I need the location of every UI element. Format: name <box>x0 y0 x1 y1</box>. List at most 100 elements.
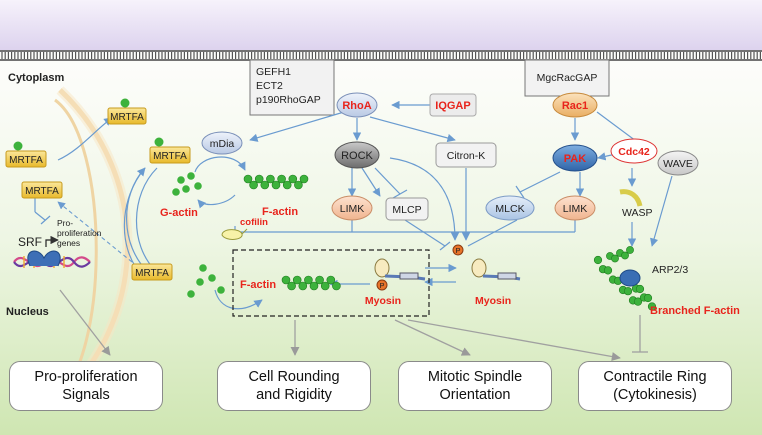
arp23-complex <box>619 269 641 287</box>
actin-bead <box>282 180 292 190</box>
actin-bead <box>626 246 634 254</box>
actin-bead <box>332 281 341 291</box>
actin-bead <box>623 287 633 296</box>
signal-arrows <box>57 100 673 310</box>
actin-bead <box>298 281 308 291</box>
gef-label-3: p190RhoGAP <box>256 94 321 106</box>
node-limk-left: LIMK <box>331 195 373 221</box>
cdc42-label: Cdc42 <box>618 146 650 158</box>
node-rhoa: RhoA <box>336 92 378 118</box>
f-actin-top-label: F-actin <box>262 206 298 218</box>
actin-bead <box>260 180 270 190</box>
gef-label-2: ECT2 <box>256 80 283 92</box>
mrtfa-low: MRTFA <box>131 263 173 281</box>
f-actin-filament-top <box>243 174 309 190</box>
mgcracgap-box: MgcRacGAP <box>524 59 610 97</box>
actin-bead <box>309 281 319 291</box>
rock-label: ROCK <box>341 150 373 162</box>
svg-text:proliferation: proliferation <box>57 228 102 238</box>
rhoa-label: RhoA <box>342 100 371 112</box>
plasma-membrane <box>0 50 762 61</box>
outcome-pro-proliferation: Pro-proliferation Signals <box>9 361 163 411</box>
citron-k-label: Citron-K <box>447 150 486 162</box>
actin-bead <box>281 275 291 285</box>
node-rock: ROCK <box>334 141 380 169</box>
srf-protein <box>27 250 61 267</box>
node-citron-k: Citron-K <box>435 142 497 168</box>
rac1-label: Rac1 <box>562 100 588 112</box>
mrtfa-top-label: MRTFA <box>110 112 144 123</box>
actin-bead <box>294 180 303 190</box>
actin-bead <box>249 180 258 190</box>
wasp-label: WASP <box>622 207 653 219</box>
phospho-free: P <box>452 244 464 256</box>
gef-box: GEFH1 ECT2 p190RhoGAP <box>249 59 335 116</box>
actin-bead <box>643 293 653 303</box>
limk-right-label: LIMK <box>563 203 588 215</box>
pro-proliferation-genes-label: Pro- proliferation genes <box>57 218 102 248</box>
limk-left-label: LIMK <box>340 203 365 215</box>
wave-label: WAVE <box>663 158 693 170</box>
myosin-right-label: Myosin <box>475 295 511 307</box>
actin-bead <box>647 302 657 311</box>
f-actin-box-label: F-actin <box>240 279 276 291</box>
node-wave: WAVE <box>657 150 699 176</box>
actin-bead <box>621 251 629 260</box>
node-mlcp: MLCP <box>385 197 429 221</box>
wasp-shape <box>619 189 643 207</box>
arp23-label: ARP2/3 <box>652 264 688 276</box>
mrtfa-left: MRTFA <box>5 141 47 168</box>
cofilin-shape <box>221 228 248 240</box>
outcome-arrows <box>59 289 648 362</box>
node-mdia: mDia <box>201 131 243 155</box>
actin-bead <box>271 180 281 190</box>
extracellular-band <box>0 0 762 50</box>
g-actin-label: G-actin <box>160 207 198 219</box>
myosin-box-label: Myosin <box>365 295 401 307</box>
actin-bead <box>315 275 324 285</box>
node-cdc42: Cdc42 <box>610 138 658 164</box>
myosin-box: P Myosin <box>365 258 426 307</box>
actin-bead <box>292 275 302 285</box>
outcome-contractile-ring: Contractile Ring (Cytokinesis) <box>578 361 732 411</box>
mlcp-label: MLCP <box>392 204 421 216</box>
transcription-arrow <box>45 235 59 247</box>
actin-bead <box>635 284 645 294</box>
inhibition-lines <box>34 167 576 251</box>
outcome-mitotic-spindle: Mitotic Spindle Orientation <box>398 361 552 411</box>
mrtfa-left-label: MRTFA <box>9 155 43 166</box>
actin-bead <box>320 281 330 291</box>
mrtfa-mid-label: MRTFA <box>153 151 187 162</box>
node-rac1: Rac1 <box>552 92 598 118</box>
actomyosin-box <box>232 249 430 317</box>
actin-bead <box>326 275 336 285</box>
cofilin-label: cofilin <box>240 217 268 228</box>
actin-bead <box>299 174 309 184</box>
actin-bead <box>243 174 253 184</box>
mrtfa-mid: MRTFA <box>149 137 191 164</box>
actin-bead <box>593 255 603 265</box>
mrtfa-low-label: MRTFA <box>135 268 169 279</box>
phospho-free-label: P <box>455 246 460 255</box>
mrtfa-nucleus-label: MRTFA <box>25 186 59 197</box>
actin-bead <box>304 275 313 285</box>
phospho-box-label: P <box>379 281 384 290</box>
myosin-right: Myosin <box>471 258 521 307</box>
gef-label-1: GEFH1 <box>256 66 291 78</box>
cytoplasm-label: Cytoplasm <box>8 72 64 84</box>
node-iqgap: IQGAP <box>429 93 477 117</box>
actin-bead <box>287 281 296 291</box>
svg-text:genes: genes <box>57 238 80 248</box>
node-pak: PAK <box>552 144 598 172</box>
actin-bead <box>266 174 275 184</box>
mrtfa-nucleus: MRTFA <box>21 181 63 199</box>
node-limk-right: LIMK <box>554 195 596 221</box>
actin-bead <box>633 297 643 306</box>
nucleus-label: Nucleus <box>6 306 49 318</box>
branched-f-actin-label: Branched F-actin <box>650 305 740 317</box>
g-actin-monomers <box>172 172 225 298</box>
node-mlck: MLCK <box>485 195 535 221</box>
actin-bead <box>254 174 264 184</box>
pak-label: PAK <box>564 153 586 165</box>
